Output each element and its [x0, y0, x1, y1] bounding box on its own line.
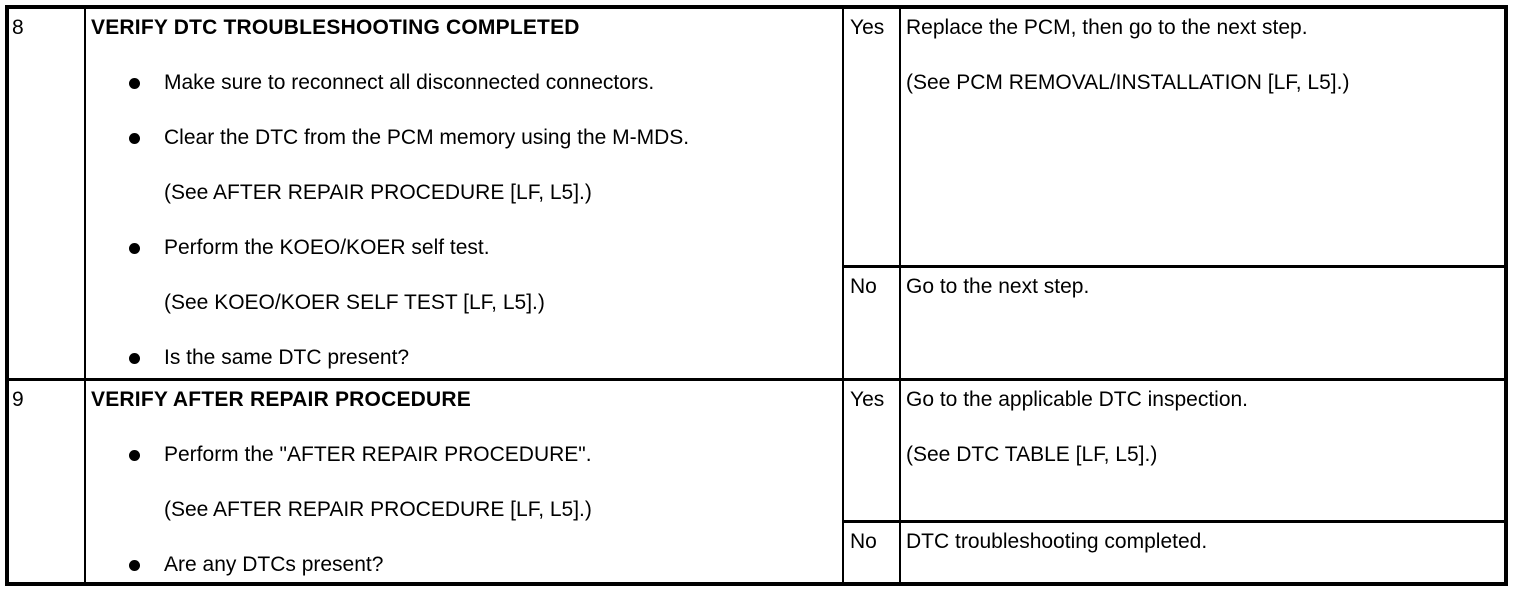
action-title: VERIFY AFTER REPAIR PROCEDURE: [91, 388, 471, 411]
branches: Yes Replace the PCM, then go to the next…: [844, 9, 1504, 378]
see-reference-note: (See AFTER REPAIR PROCEDURE [LF, L5].): [164, 181, 834, 205]
result-line: (See DTC TABLE [LF, L5].): [906, 443, 1158, 466]
bullet-icon: [129, 559, 140, 571]
step-number-cell: 8: [9, 9, 86, 378]
action-item-text: Perform the KOEO/KOER self test.: [164, 236, 490, 259]
bullet-icon: [129, 77, 140, 89]
dtc-troubleshooting-table: 8 VERIFY DTC TROUBLESHOOTING COMPLETED M…: [5, 5, 1508, 586]
step-9-row: 9 VERIFY AFTER REPAIR PROCEDURE Perform …: [9, 381, 1504, 582]
step-number: 9: [12, 388, 24, 411]
see-reference-text: (See AFTER REPAIR PROCEDURE [LF, L5].): [164, 181, 592, 204]
action-item: Perform the "AFTER REPAIR PROCEDURE".: [129, 443, 834, 467]
action-item-text: Are any DTCs present?: [164, 553, 384, 576]
result-cell: Go to the applicable DTC inspection. (Se…: [901, 381, 1504, 520]
bullet-icon: [129, 352, 140, 364]
answer-cell: Yes: [844, 9, 901, 265]
see-reference-note: (See KOEO/KOER SELF TEST [LF, L5].): [164, 291, 834, 315]
answer-label: No: [850, 275, 877, 298]
answer-cell: No: [844, 268, 901, 378]
action-item: Perform the KOEO/KOER self test.: [129, 236, 834, 260]
action-item: Are any DTCs present?: [129, 553, 834, 577]
result-cell: Replace the PCM, then go to the next ste…: [901, 9, 1504, 265]
action-cell: VERIFY AFTER REPAIR PROCEDURE Perform th…: [86, 381, 844, 582]
answer-cell: Yes: [844, 381, 901, 520]
result-line: Go to the next step.: [906, 275, 1090, 298]
see-reference-text: (See AFTER REPAIR PROCEDURE [LF, L5].): [164, 498, 592, 521]
see-reference-text: (See KOEO/KOER SELF TEST [LF, L5].): [164, 291, 545, 314]
result-line: Replace the PCM, then go to the next ste…: [906, 16, 1308, 39]
action-item: Is the same DTC present?: [129, 346, 834, 370]
no-branch: No DTC troubleshooting completed.: [844, 520, 1504, 582]
answer-label: Yes: [850, 16, 885, 39]
answer-cell: No: [844, 523, 901, 582]
result-line: (See PCM REMOVAL/INSTALLATION [LF, L5].): [906, 71, 1350, 94]
action-item: Clear the DTC from the PCM memory using …: [129, 126, 834, 150]
step-number-cell: 9: [9, 381, 86, 582]
yes-branch: Yes Replace the PCM, then go to the next…: [844, 9, 1504, 265]
answer-label: Yes: [850, 388, 885, 411]
yes-branch: Yes Go to the applicable DTC inspection.…: [844, 381, 1504, 520]
answer-label: No: [850, 530, 877, 553]
see-reference-note: (See AFTER REPAIR PROCEDURE [LF, L5].): [164, 498, 834, 522]
result-line: DTC troubleshooting completed.: [906, 530, 1208, 553]
result-cell: DTC troubleshooting completed.: [901, 523, 1504, 582]
action-item-text: Clear the DTC from the PCM memory using …: [164, 126, 690, 149]
action-cell: VERIFY DTC TROUBLESHOOTING COMPLETED Mak…: [86, 9, 844, 378]
action-item-text: Make sure to reconnect all disconnected …: [164, 71, 655, 94]
no-branch: No Go to the next step.: [844, 265, 1504, 378]
bullet-icon: [129, 449, 140, 461]
result-line: Go to the applicable DTC inspection.: [906, 388, 1249, 411]
branches: Yes Go to the applicable DTC inspection.…: [844, 381, 1504, 582]
action-item-text: Is the same DTC present?: [164, 346, 410, 369]
step-number: 8: [12, 16, 24, 39]
action-item: Make sure to reconnect all disconnected …: [129, 71, 834, 95]
step-8-row: 8 VERIFY DTC TROUBLESHOOTING COMPLETED M…: [9, 9, 1504, 381]
action-item-text: Perform the "AFTER REPAIR PROCEDURE".: [164, 443, 592, 466]
bullet-icon: [129, 132, 140, 144]
result-cell: Go to the next step.: [901, 268, 1504, 378]
action-title: VERIFY DTC TROUBLESHOOTING COMPLETED: [91, 16, 580, 39]
bullet-icon: [129, 242, 140, 254]
